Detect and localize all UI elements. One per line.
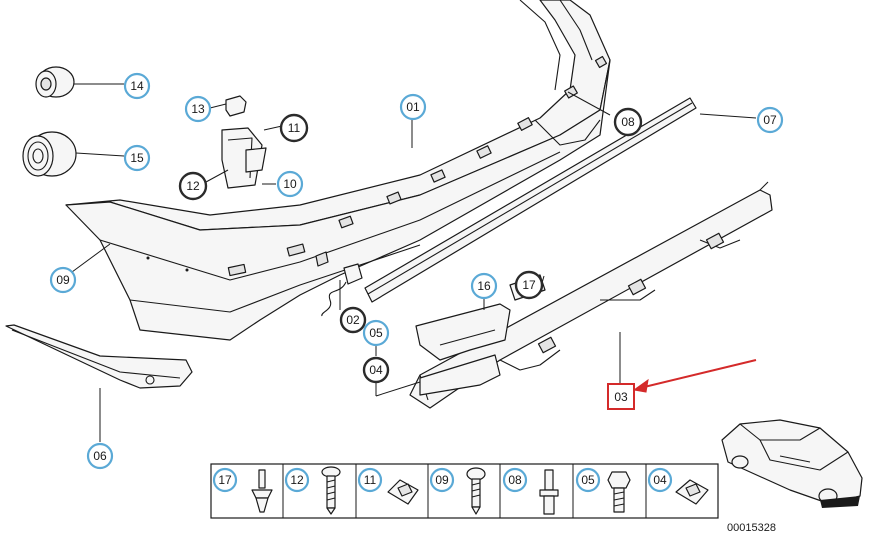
legend-item-12-label: 12 xyxy=(290,473,304,487)
push-rivet-icon xyxy=(251,469,273,513)
callout-01[interactable]: 01 xyxy=(399,93,427,121)
callout-08[interactable]: 08 xyxy=(613,107,643,137)
legend-item-09[interactable]: 09 xyxy=(429,467,455,493)
callout-13-label: 13 xyxy=(191,102,205,116)
clip-nut-icon xyxy=(675,479,709,505)
callout-10-label: 10 xyxy=(283,177,297,191)
leader-lines xyxy=(71,83,757,442)
callout-16-label: 16 xyxy=(477,279,491,293)
highlight-arrow xyxy=(632,359,757,393)
callout-02[interactable]: 02 xyxy=(339,306,367,334)
legend-item-05-label: 05 xyxy=(581,473,595,487)
trim-strip xyxy=(364,97,697,303)
callout-09-label: 09 xyxy=(56,273,70,287)
legend-item-04-label: 04 xyxy=(653,473,667,487)
callout-17-label: 17 xyxy=(522,278,536,292)
callout-06[interactable]: 06 xyxy=(86,442,114,470)
callout-13[interactable]: 13 xyxy=(184,95,212,123)
callout-04-label: 04 xyxy=(369,363,383,377)
sensor-connector xyxy=(315,251,363,317)
callout-17[interactable]: 17 xyxy=(514,270,544,300)
callout-01-label: 01 xyxy=(406,100,420,114)
legend-item-08[interactable]: 08 xyxy=(502,467,528,493)
speed-nut-icon xyxy=(387,479,419,505)
callout-07[interactable]: 07 xyxy=(756,106,784,134)
legend-item-11-label: 11 xyxy=(364,473,377,487)
bracket xyxy=(221,127,267,189)
legend-item-08-label: 08 xyxy=(508,473,522,487)
callout-10[interactable]: 10 xyxy=(276,170,304,198)
callout-05[interactable]: 05 xyxy=(362,319,390,347)
fastener-legend: 17 12 11 09 08 05 04 xyxy=(210,463,719,519)
callout-11[interactable]: 11 xyxy=(279,113,309,143)
diagram-id: 00015328 xyxy=(727,522,776,534)
callout-12-label: 12 xyxy=(186,179,200,193)
stud-icon xyxy=(539,469,559,515)
callout-15-label: 15 xyxy=(130,151,144,165)
clip-small xyxy=(225,95,247,117)
callout-07-label: 07 xyxy=(763,113,777,127)
callout-03-label: 03 xyxy=(614,390,628,404)
legend-item-12[interactable]: 12 xyxy=(284,467,310,493)
legend-item-17-label: 17 xyxy=(218,473,232,487)
callout-15[interactable]: 15 xyxy=(123,144,151,172)
legend-item-05[interactable]: 05 xyxy=(575,467,601,493)
callout-03[interactable]: 03 xyxy=(607,383,635,410)
callout-16[interactable]: 16 xyxy=(470,272,498,300)
legend-item-11[interactable]: 11 xyxy=(357,467,383,493)
callout-02-label: 02 xyxy=(346,313,360,327)
self-tapping-screw-icon xyxy=(466,467,486,515)
legend-item-09-label: 09 xyxy=(435,473,449,487)
callout-14[interactable]: 14 xyxy=(123,72,151,100)
callout-14-label: 14 xyxy=(130,79,144,93)
callout-05-label: 05 xyxy=(369,326,383,340)
callout-04[interactable]: 04 xyxy=(362,356,390,384)
bump-stop-small xyxy=(35,66,75,98)
vehicle-locator-icon xyxy=(721,419,863,508)
callout-06-label: 06 xyxy=(93,449,107,463)
legend-item-04[interactable]: 04 xyxy=(647,467,673,493)
callout-08-label: 08 xyxy=(621,115,635,129)
legend-item-17[interactable]: 17 xyxy=(212,467,238,493)
hex-bolt-icon xyxy=(607,471,631,513)
side-trim xyxy=(5,324,193,389)
bumper-cover xyxy=(65,0,611,341)
screw-icon xyxy=(321,466,341,515)
callout-11-label: 11 xyxy=(288,121,301,135)
callout-09[interactable]: 09 xyxy=(49,266,77,294)
callout-12[interactable]: 12 xyxy=(178,171,208,201)
bump-stop-large xyxy=(22,131,77,177)
